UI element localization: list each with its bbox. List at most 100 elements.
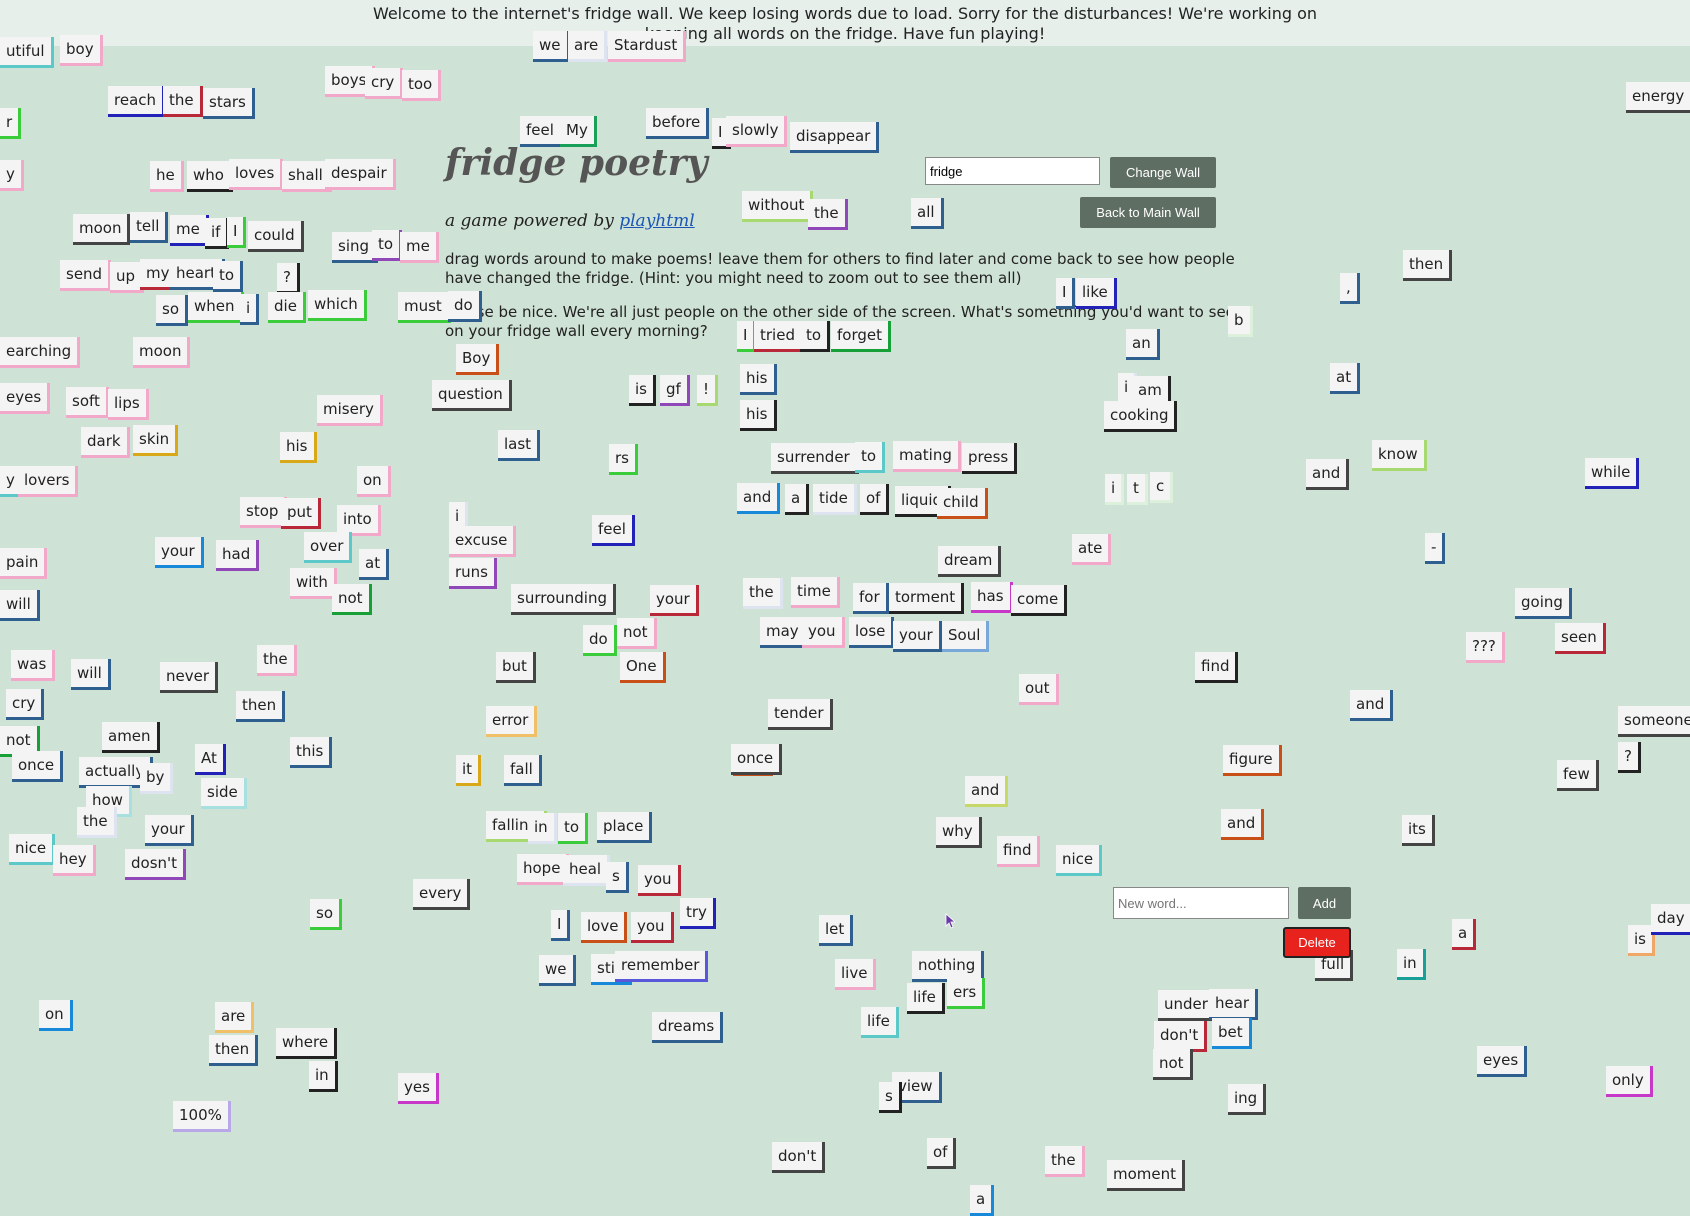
word-magnet[interactable]: may [760, 617, 808, 648]
word-magnet[interactable]: live [835, 959, 877, 990]
word-magnet[interactable]: r [0, 108, 22, 139]
word-magnet[interactable]: where [276, 1028, 338, 1059]
word-magnet[interactable]: ing [1228, 1084, 1267, 1115]
word-magnet[interactable]: then [1403, 250, 1453, 281]
word-magnet[interactable]: if [205, 218, 230, 249]
word-magnet[interactable]: stop [240, 497, 288, 528]
word-magnet[interactable]: don't [1154, 1021, 1208, 1052]
word-magnet[interactable]: dark [81, 427, 130, 458]
word-magnet[interactable]: press [962, 443, 1018, 474]
word-magnet[interactable]: is [629, 375, 656, 406]
word-magnet[interactable]: hear [1209, 989, 1259, 1020]
word-magnet[interactable]: someone [1618, 706, 1690, 737]
word-magnet[interactable]: out [1019, 674, 1059, 705]
word-magnet[interactable]: tender [768, 699, 833, 730]
word-magnet[interactable]: before [646, 108, 710, 139]
word-magnet[interactable]: gf [660, 375, 690, 406]
word-magnet[interactable]: it [456, 755, 482, 786]
word-magnet[interactable]: dosn't [125, 849, 187, 880]
word-magnet[interactable]: My [560, 116, 597, 147]
word-magnet[interactable]: heal [563, 855, 611, 886]
word-magnet[interactable]: side [201, 778, 247, 809]
word-magnet[interactable]: ate [1072, 534, 1112, 565]
word-magnet[interactable]: love [581, 912, 628, 943]
word-magnet[interactable]: and [1350, 690, 1394, 721]
word-magnet[interactable]: a [785, 484, 810, 515]
word-magnet[interactable]: nice [1056, 845, 1103, 876]
word-magnet[interactable]: ers [947, 978, 986, 1009]
word-magnet[interactable]: know [1372, 440, 1427, 471]
word-magnet[interactable]: ! [697, 375, 719, 406]
word-magnet[interactable]: y [0, 160, 24, 191]
word-magnet[interactable]: your [893, 621, 942, 652]
word-magnet[interactable]: tide [813, 484, 857, 515]
word-magnet[interactable]: earching [0, 337, 81, 368]
word-magnet[interactable]: not [1153, 1049, 1193, 1080]
word-magnet[interactable]: to [372, 230, 403, 261]
word-magnet[interactable]: misery [317, 395, 383, 426]
word-magnet[interactable]: 100% [173, 1101, 231, 1132]
word-magnet[interactable]: cry [6, 689, 45, 720]
word-magnet[interactable]: at [1330, 363, 1361, 394]
word-magnet[interactable]: up [110, 262, 145, 293]
word-magnet[interactable]: going [1515, 588, 1572, 619]
word-magnet[interactable]: remember [615, 951, 709, 982]
word-magnet[interactable]: life [861, 1007, 899, 1038]
word-magnet[interactable]: moon [73, 214, 131, 245]
word-magnet[interactable]: b [1228, 306, 1253, 337]
word-magnet[interactable]: forget [831, 321, 891, 352]
new-word-input[interactable] [1113, 887, 1289, 919]
word-magnet[interactable]: we [539, 955, 576, 986]
word-magnet[interactable]: amen [102, 722, 160, 753]
word-magnet[interactable]: not [617, 618, 657, 649]
word-magnet[interactable]: his [280, 432, 317, 463]
word-magnet[interactable]: in [1397, 949, 1426, 980]
word-magnet[interactable]: send [60, 260, 112, 291]
word-magnet[interactable]: the [77, 807, 117, 838]
word-magnet[interactable]: don't [772, 1142, 826, 1173]
word-magnet[interactable]: stars [203, 88, 255, 119]
word-magnet[interactable]: t [1127, 474, 1148, 505]
word-magnet[interactable]: put [281, 498, 321, 529]
word-magnet[interactable]: soft [66, 387, 109, 418]
word-magnet[interactable]: in [528, 813, 557, 844]
word-magnet[interactable]: your [155, 537, 204, 568]
word-magnet[interactable]: has [971, 582, 1013, 613]
word-magnet[interactable]: when [188, 292, 244, 323]
word-magnet[interactable]: skin [133, 425, 179, 456]
word-magnet[interactable]: error [486, 706, 538, 737]
word-magnet[interactable]: fall [504, 755, 542, 786]
word-magnet[interactable]: I [1056, 278, 1076, 309]
word-magnet[interactable]: we [533, 31, 570, 62]
word-magnet[interactable]: yes [398, 1073, 439, 1104]
word-magnet[interactable]: are [568, 31, 608, 62]
word-magnet[interactable]: an [1126, 329, 1160, 360]
word-magnet[interactable]: is [1628, 925, 1655, 956]
word-magnet[interactable]: bet [1212, 1018, 1252, 1049]
word-magnet[interactable]: dreams [652, 1012, 724, 1043]
word-magnet[interactable]: surrender [771, 443, 859, 474]
word-magnet[interactable]: lovers [18, 466, 79, 497]
word-magnet[interactable]: dream [938, 546, 1002, 577]
word-magnet[interactable]: a [970, 1185, 995, 1216]
word-magnet[interactable]: find [1195, 652, 1239, 683]
word-magnet[interactable]: with [290, 568, 337, 599]
word-magnet[interactable]: every [413, 879, 471, 910]
word-magnet[interactable]: then [236, 691, 286, 722]
word-magnet[interactable]: like [1076, 278, 1117, 309]
word-magnet[interactable]: never [160, 662, 219, 693]
word-magnet[interactable]: then [209, 1035, 259, 1066]
word-magnet[interactable]: so [156, 295, 188, 326]
word-magnet[interactable]: figure [1223, 745, 1282, 776]
word-magnet[interactable]: are [215, 1002, 255, 1033]
word-magnet[interactable]: cry [365, 68, 404, 99]
word-magnet[interactable]: only [1606, 1066, 1653, 1097]
word-magnet[interactable]: the [1045, 1146, 1085, 1177]
word-magnet[interactable]: on [357, 466, 391, 497]
word-magnet[interactable]: Stardust [608, 31, 687, 62]
word-magnet[interactable]: the [163, 86, 203, 117]
word-magnet[interactable]: day [1651, 904, 1690, 935]
word-magnet[interactable]: come [1011, 585, 1068, 616]
word-magnet[interactable]: One [620, 652, 666, 683]
word-magnet[interactable]: of [927, 1138, 957, 1169]
